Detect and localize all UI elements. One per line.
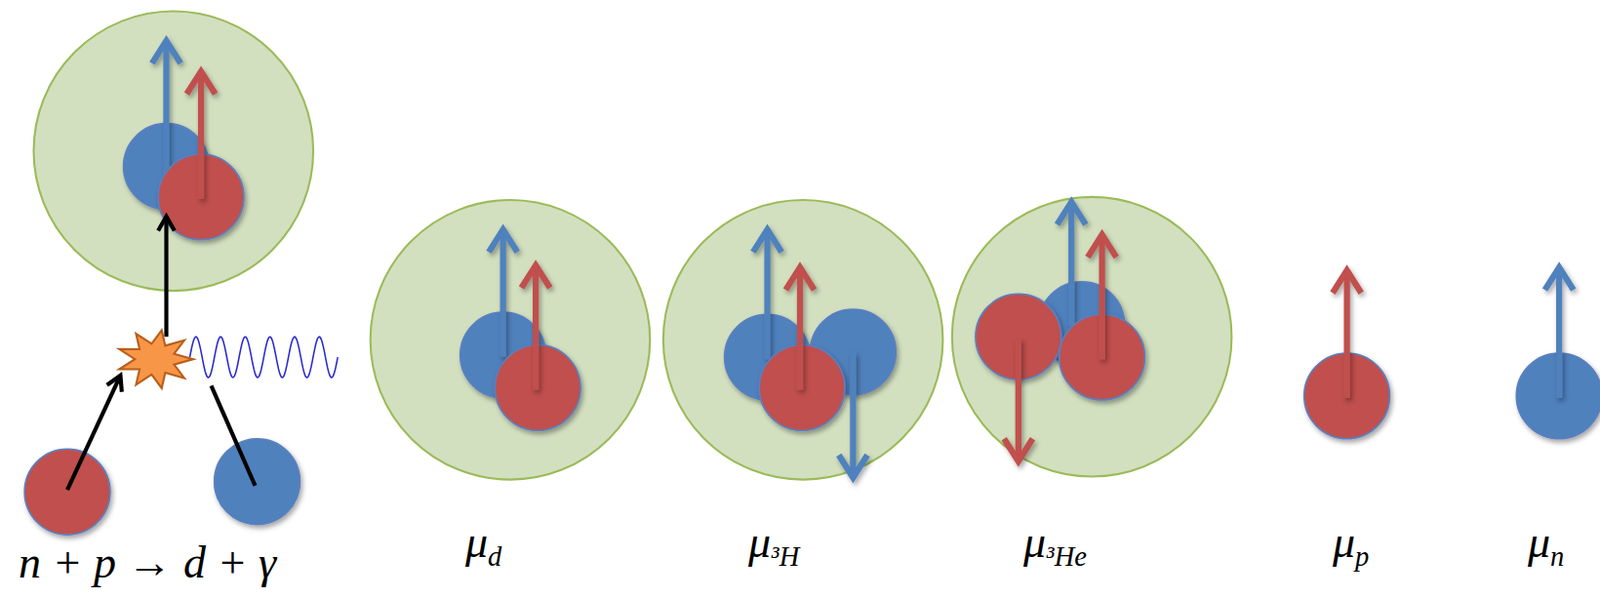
reaction-equation: n + p → d + γ: [18, 540, 277, 586]
spin-arrow: [152, 40, 181, 174]
proton: [24, 448, 111, 535]
moment-symbol: μp: [1332, 520, 1369, 572]
reaction-arrow: [163, 216, 168, 337]
reaction-line: [211, 385, 256, 486]
nucleus-circle: [34, 11, 315, 292]
spin-arrow: [1003, 338, 1033, 462]
spin-arrow: [186, 71, 215, 200]
spin-arrow: [839, 352, 868, 479]
spin-arrow: [785, 267, 814, 391]
spin-arrow: [520, 265, 550, 391]
spin-arrow: [1332, 270, 1361, 399]
collision-burst: [119, 329, 194, 389]
reaction-arrow: [67, 375, 120, 490]
moment-symbol: μn: [1527, 520, 1564, 572]
spin-arrow: [753, 229, 782, 360]
nucleus-circle: [370, 200, 651, 480]
photon-wave: [190, 336, 339, 378]
moment-symbol: μ³H: [748, 520, 800, 572]
spin-arrow: [1545, 267, 1574, 399]
nucleus-circle: [952, 197, 1233, 478]
moment-symbol: μ³He: [1023, 520, 1087, 572]
neutron: [214, 439, 301, 525]
moment-symbol: μd: [465, 520, 502, 572]
spin-arrow: [1057, 201, 1086, 327]
nucleus-circle: [663, 200, 944, 480]
spin-arrow: [488, 229, 518, 358]
spin-arrow: [1087, 235, 1117, 360]
